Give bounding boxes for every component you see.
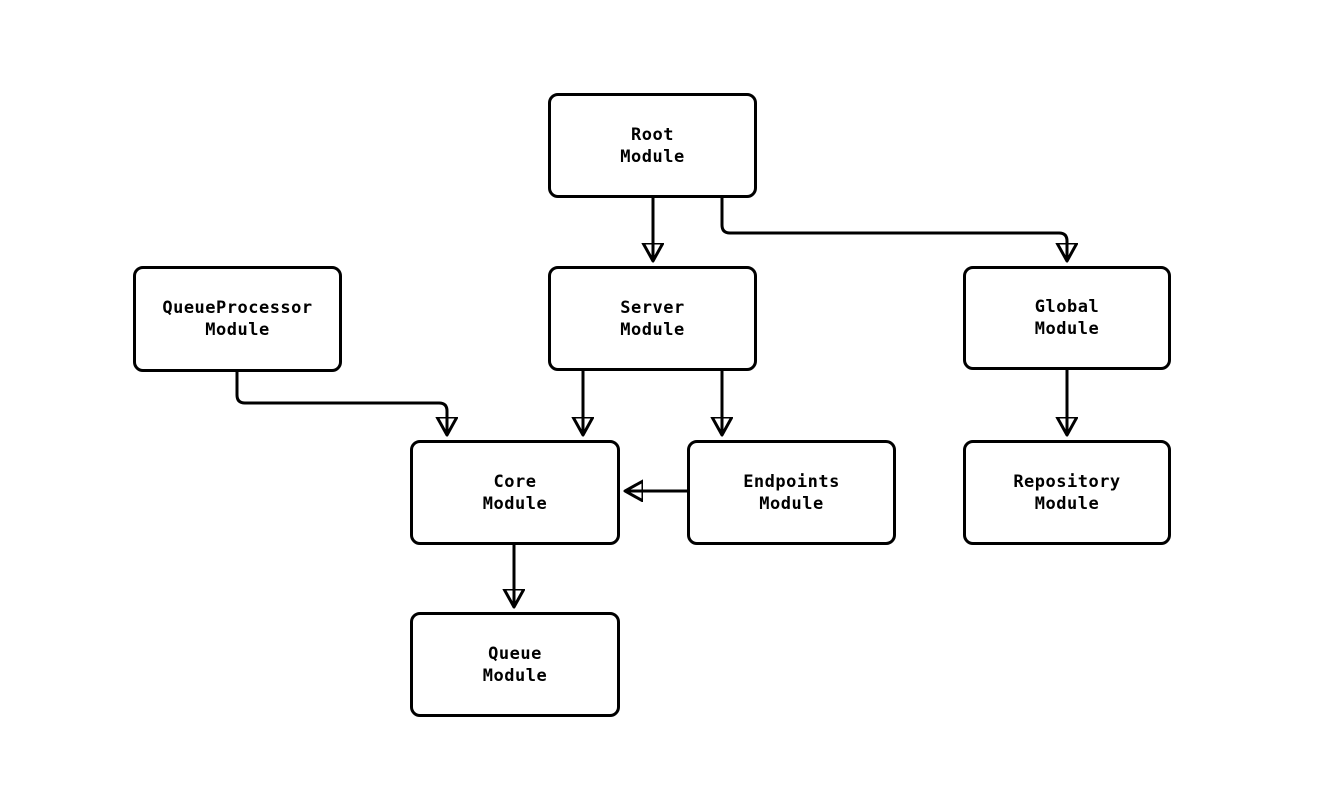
node-repository-module: Repository Module	[963, 440, 1171, 545]
node-core-module: Core Module	[410, 440, 620, 545]
node-core-module-label: Core Module	[482, 471, 548, 514]
edge-queueprocessor-core	[235, 372, 447, 435]
node-endpoints-module-label: Endpoints Module	[743, 471, 840, 514]
node-root-module: Root Module	[548, 93, 757, 198]
node-root-module-label: Root Module	[620, 124, 685, 167]
edge-root-global	[720, 198, 1067, 261]
node-queue-module: Queue Module	[410, 612, 620, 717]
node-endpoints-module: Endpoints Module	[687, 440, 896, 545]
node-global-module-label: Global Module	[1034, 297, 1100, 339]
node-queueprocessor-module: QueueProcessor Module	[133, 266, 342, 372]
node-global-module: Global Module	[963, 266, 1171, 370]
node-server-module: Server Module	[548, 266, 757, 371]
node-queueprocessor-module-label: QueueProcessor Module	[162, 298, 313, 340]
node-server-module-label: Server Module	[620, 297, 685, 340]
node-repository-module-label: Repository Module	[1013, 471, 1121, 514]
node-queue-module-label: Queue Module	[482, 643, 548, 686]
